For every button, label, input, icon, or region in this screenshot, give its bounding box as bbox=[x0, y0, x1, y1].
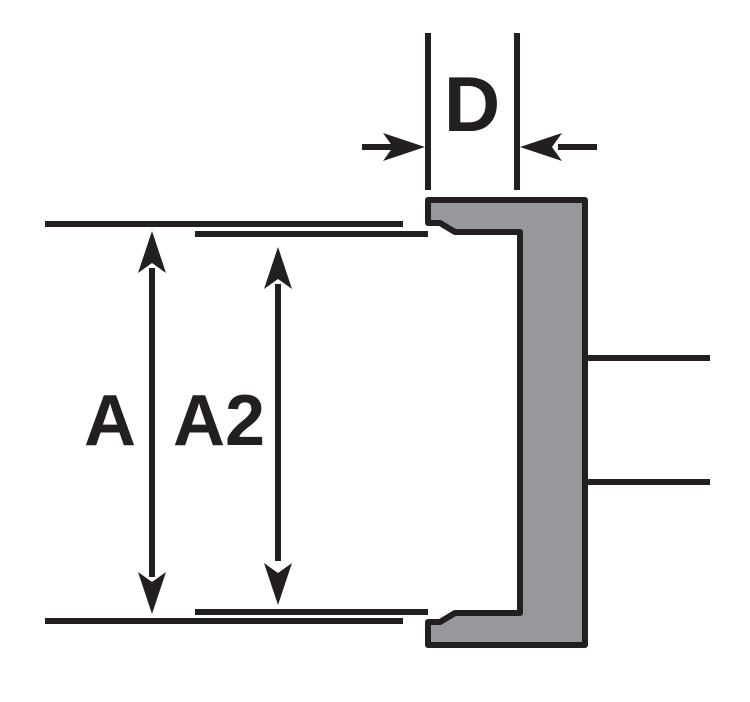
dim-a2-arrowhead-up bbox=[264, 247, 292, 289]
dim-a2-label: A2 bbox=[173, 381, 265, 461]
dim-a-label: A bbox=[84, 381, 136, 461]
part-cross-section bbox=[425, 197, 588, 648]
dim-a-arrowhead-up bbox=[138, 231, 166, 273]
dim-a-arrowhead-down bbox=[138, 572, 166, 614]
dim-a2-arrowhead-down bbox=[264, 563, 292, 605]
dim-d-label: D bbox=[444, 60, 500, 148]
dim-d-arrowhead-right bbox=[520, 133, 562, 161]
dim-d-arrowhead-left bbox=[383, 133, 425, 161]
